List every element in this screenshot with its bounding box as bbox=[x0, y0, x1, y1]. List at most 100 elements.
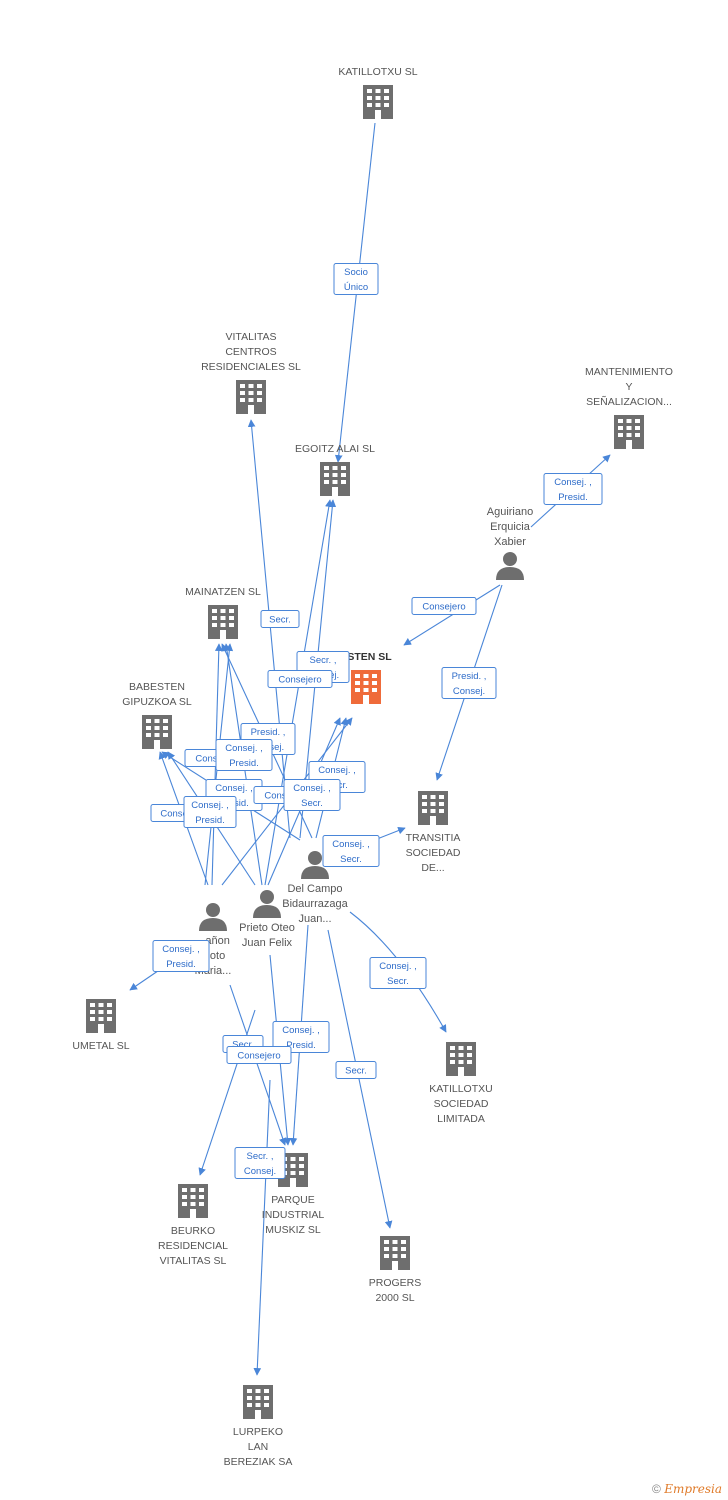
relation-box bbox=[441, 667, 497, 699]
building-icon bbox=[208, 605, 238, 639]
person-label: Bidaurrazaga bbox=[282, 898, 348, 910]
relation-label-r-consej-secr-trans[interactable]: Consej. ,Secr. bbox=[322, 835, 380, 867]
building-icon bbox=[380, 1236, 410, 1270]
building-icon bbox=[351, 670, 381, 704]
person-node-delcampo[interactable]: Del CampoBidaurrazagaJuan... bbox=[282, 851, 349, 925]
company-label: SEÑALIZACION... bbox=[586, 395, 672, 408]
company-label: ESTEN SL bbox=[340, 651, 392, 663]
company-label: INDUSTRIAL bbox=[262, 1209, 325, 1221]
person-label: Erquicia bbox=[490, 521, 531, 533]
building-icon bbox=[178, 1184, 208, 1218]
edge-to-parque-3 bbox=[229, 984, 287, 1146]
company-label: RESIDENCIALES SL bbox=[201, 361, 301, 373]
person-icon bbox=[199, 903, 227, 931]
company-node-babesten-gip[interactable]: BABESTEN GIPUZKOA SL bbox=[122, 681, 192, 749]
footer: © Empresia bbox=[652, 1482, 722, 1496]
relation-label-r-consej-secr-b[interactable]: Consej. ,Secr. bbox=[283, 779, 341, 811]
brand-logo[interactable]: Empresia bbox=[664, 1482, 722, 1496]
relation-text: Secr. bbox=[301, 798, 323, 809]
company-label: TRANSITIA bbox=[406, 832, 461, 844]
building-icon bbox=[446, 1042, 476, 1076]
building-icon bbox=[142, 715, 172, 749]
relation-text: Presid. bbox=[195, 815, 225, 826]
relation-text: Consej. , bbox=[282, 1025, 320, 1036]
relation-text: Consejero bbox=[237, 1051, 280, 1062]
relation-box bbox=[283, 779, 341, 811]
relation-label-r-consej-presid-parque[interactable]: Consej. ,Presid. bbox=[272, 1021, 330, 1053]
relation-box bbox=[267, 670, 333, 688]
nodes-layer: KATILLOTXU SL VITALITASCENTROSRESIDENCIAL… bbox=[72, 66, 673, 1468]
relation-label-r-secr-vit[interactable]: Secr. bbox=[260, 610, 300, 628]
company-node-katillotxu-sa[interactable]: KATILLOTXU SOCIEDAD LIMITADA bbox=[429, 1042, 493, 1125]
company-label: UMETAL SL bbox=[72, 1040, 129, 1052]
company-label: VITALITAS bbox=[226, 331, 277, 343]
relation-label-r-secr-consej-lurpeko[interactable]: Secr. , Consej. bbox=[234, 1147, 286, 1179]
relation-label-r-consej-secr-kat[interactable]: Consej. ,Secr. bbox=[369, 957, 427, 989]
relation-text: Secr. , bbox=[247, 1151, 274, 1162]
company-label: SOCIEDAD bbox=[434, 1098, 489, 1110]
relation-text: Consej. , bbox=[379, 961, 417, 972]
relation-text: Consejero bbox=[422, 602, 465, 613]
company-node-katillotxu-sl[interactable]: KATILLOTXU SL bbox=[338, 66, 418, 119]
company-label: VITALITAS SL bbox=[160, 1255, 227, 1267]
company-label: BABESTEN bbox=[129, 681, 185, 693]
building-icon bbox=[320, 462, 350, 496]
relation-label-r-consej-presid-a[interactable]: Consej. ,Presid. bbox=[215, 739, 273, 771]
relation-label-r-consejero-parque[interactable]: Consejero bbox=[226, 1046, 292, 1064]
relation-text: Consej. , bbox=[318, 765, 356, 776]
company-node-focus[interactable]: ESTEN SL bbox=[340, 651, 392, 704]
relation-label-r-aguiriano-mant[interactable]: Consej. ,Presid. bbox=[543, 473, 603, 505]
company-node-umetal[interactable]: UMETAL SL bbox=[72, 999, 130, 1052]
company-label: KATILLOTXU bbox=[429, 1083, 492, 1095]
company-label: MANTENIMIENTO bbox=[585, 366, 673, 378]
relation-label-r-secr-progers[interactable]: Secr. bbox=[335, 1061, 377, 1079]
relation-box bbox=[183, 796, 237, 828]
relation-text: Secr. bbox=[232, 1040, 254, 1051]
relation-text: Secr. bbox=[340, 854, 362, 865]
relation-text: Presid. , bbox=[251, 727, 286, 738]
company-node-mainatzen[interactable]: MAINATZEN SL bbox=[185, 586, 261, 639]
relation-label-r-consej-presid-umetal[interactable]: Consej. ,Presid. bbox=[152, 940, 210, 972]
relation-text: Secr. , bbox=[310, 655, 337, 666]
company-label: PARQUE bbox=[271, 1194, 315, 1206]
relation-box bbox=[411, 597, 477, 615]
relation-text: Socio bbox=[344, 267, 368, 278]
relation-text: Consej. bbox=[244, 1166, 276, 1177]
relation-text: Secr. bbox=[345, 1066, 367, 1077]
building-icon bbox=[236, 380, 266, 414]
relation-label-r-consej-presid-c[interactable]: Consej. , Presid. bbox=[183, 796, 237, 828]
relation-box bbox=[333, 263, 379, 295]
company-node-transitia[interactable]: TRANSITIASOCIEDADDE... bbox=[406, 791, 461, 874]
relation-label-r-aguiriano-focus[interactable]: Consejero bbox=[411, 597, 477, 615]
company-label: PROGERS bbox=[369, 1277, 422, 1289]
company-label: RESIDENCIAL bbox=[158, 1240, 228, 1252]
relation-box bbox=[215, 739, 273, 771]
company-node-mantenimiento[interactable]: MANTENIMIENTOYSEÑALIZACION... bbox=[585, 366, 673, 449]
building-icon bbox=[243, 1385, 273, 1419]
relation-box bbox=[260, 610, 300, 628]
edge-to-vitalitas bbox=[247, 419, 291, 839]
company-label: GIPUZKOA SL bbox=[122, 696, 192, 708]
building-icon bbox=[363, 85, 393, 119]
relation-text: Presid. bbox=[166, 959, 196, 970]
edge-to-lurpeko bbox=[253, 1079, 271, 1376]
relation-label-r-aguiriano-trans[interactable]: Presid. ,Consej. bbox=[441, 667, 497, 699]
company-label: MAINATZEN SL bbox=[185, 586, 261, 598]
company-label: LIMITADA bbox=[437, 1113, 485, 1125]
company-node-egoitz[interactable]: EGOITZ ALAI SL bbox=[295, 443, 375, 496]
person-label: Xabier bbox=[494, 536, 526, 548]
edge-to-egoitz-2 bbox=[264, 499, 333, 886]
relation-label-r-consejero-a[interactable]: Consejero bbox=[267, 670, 333, 688]
relation-text: Consej. , bbox=[191, 800, 229, 811]
relation-box bbox=[272, 1021, 330, 1053]
relation-text: Consej. bbox=[453, 686, 485, 697]
